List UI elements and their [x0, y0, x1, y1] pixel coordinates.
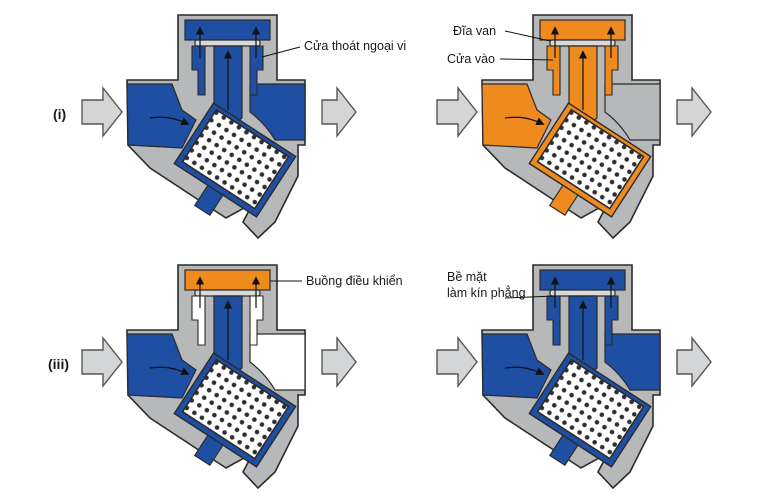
control-chamber: [539, 269, 626, 291]
annotation: Cửa vào: [447, 52, 554, 66]
inlet-flow-arrow: [81, 85, 123, 139]
control-chamber: [184, 269, 271, 291]
valve-disc: [194, 289, 261, 297]
annotation-label: Đĩa van: [453, 24, 496, 38]
strainer-screen: [181, 358, 290, 460]
inlet-flow-arrow: [436, 85, 478, 139]
strainer-cap: [193, 184, 224, 217]
left-chamber: [191, 45, 206, 96]
strainer-screen: [536, 358, 645, 460]
annotation: Buồng điều khiển: [270, 274, 403, 288]
annotation-label: Cửa vào: [447, 52, 495, 66]
annotation-label: Cửa thoát ngoại vi: [304, 39, 406, 53]
inner-flow-arrow: [504, 116, 545, 126]
control-chamber: [539, 19, 626, 41]
outlet-flow-arrow: [676, 85, 712, 139]
valve-disc: [194, 39, 261, 47]
outlet-passage: [249, 83, 306, 141]
inlet-passage: [126, 83, 197, 149]
outlet-flow-arrow: [321, 335, 357, 389]
outlet-passage: [604, 333, 661, 391]
strainer-screen: [536, 108, 645, 210]
inner-flow-arrow: [149, 366, 190, 376]
annotation-label: Bề mặt: [447, 270, 487, 284]
annotation-label: Buồng điều khiển: [306, 274, 403, 288]
left-chamber: [546, 295, 561, 346]
annotation-label-line2: làm kín phẳng: [447, 285, 526, 300]
inlet-flow-arrow: [436, 335, 478, 389]
inner-flow-arrow: [149, 116, 190, 126]
left-chamber: [546, 45, 561, 96]
right-chamber: [249, 45, 264, 96]
inlet-flow-arrow: [81, 335, 123, 389]
strainer-cap: [548, 434, 579, 467]
right-chamber: [249, 295, 264, 346]
strainer-housing: [173, 102, 297, 218]
left-chamber: [191, 295, 206, 346]
control-chamber: [184, 19, 271, 41]
strainer-screen: [181, 108, 290, 210]
outlet-flow-arrow: [676, 335, 712, 389]
strainer-cap: [548, 184, 579, 217]
inlet-passage: [481, 83, 552, 149]
inlet-passage: [481, 333, 552, 399]
annotation: Đĩa van: [453, 24, 551, 42]
panel-i: (i) Cửa thoát ngoại vi: [53, 14, 406, 240]
valve-disc: [549, 39, 616, 47]
outlet-passage: [249, 333, 306, 391]
inner-flow-arrow: [504, 366, 545, 376]
stage-label: (iii): [48, 356, 69, 372]
stage-label: (i): [53, 106, 66, 122]
right-chamber: [604, 295, 619, 346]
right-chamber: [604, 45, 619, 96]
outlet-passage: [604, 83, 661, 141]
panel-iii: (iii) Buồng điều khiển: [48, 264, 403, 490]
inlet-passage: [126, 333, 197, 399]
strainer-housing: [173, 352, 297, 468]
outlet-flow-arrow: [321, 85, 357, 139]
annotation: Cửa thoát ngoại vi: [261, 39, 406, 58]
strainer-housing: [528, 352, 652, 468]
strainer-cap: [193, 434, 224, 467]
strainer-housing: [528, 102, 652, 218]
valve-disc: [549, 289, 616, 297]
